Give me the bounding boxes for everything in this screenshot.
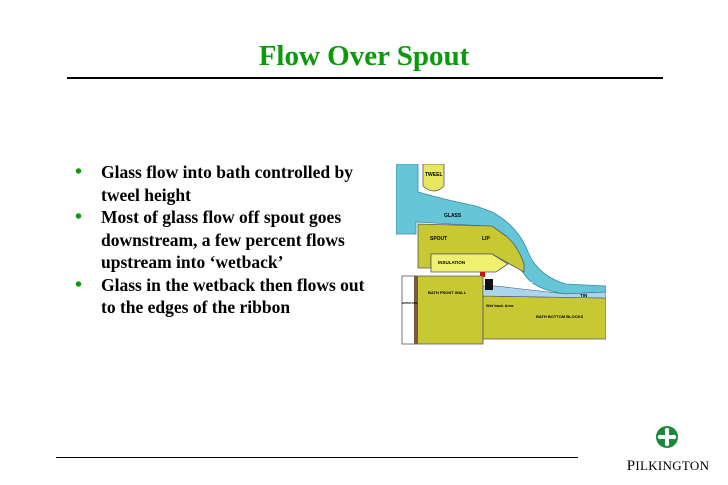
bullet-dot-icon: • — [75, 273, 83, 296]
label-bath-front-wall: BATH FRONT WALL — [428, 290, 467, 295]
bullet-item: • Most of glass flow off spout goes downs… — [75, 206, 375, 274]
tweel-block — [422, 164, 445, 192]
bullet-item: • Glass flow into bath controlled by twee… — [75, 161, 375, 206]
logo-wordmark: PILKINGTON — [626, 458, 710, 475]
insulation-block — [430, 253, 509, 273]
bullet-text: Most of glass flow off spout goes downst… — [101, 207, 345, 272]
label-spout: SPOUT — [430, 236, 447, 242]
bullet-text: Glass in the wetback then flows out to t… — [101, 274, 365, 318]
label-insulation: INSULATION — [438, 260, 465, 265]
tin-layer — [482, 285, 606, 299]
wetback-block — [485, 279, 493, 290]
label-bath-bottom-blocks: BATH BOTTOM BLOCKS — [536, 314, 584, 319]
bath-front-wall — [415, 275, 484, 345]
bullet-dot-icon: • — [75, 206, 83, 228]
label-lip: LIP — [482, 236, 490, 242]
bullet-item: • Glass in the wetback then flows out to … — [75, 274, 375, 319]
label-glass-top: GLASS — [444, 213, 462, 219]
spout-flow-diagram: TWEEL GLASS SPOUT LIP INSULATION GLASS T… — [396, 164, 606, 345]
water-sink — [401, 275, 417, 345]
logo-initial: P — [626, 458, 636, 474]
bullet-text: Glass flow into bath controlled by tweel… — [101, 162, 353, 205]
footer-divider — [56, 457, 578, 458]
bullet-dot-icon: • — [75, 161, 83, 183]
pilkington-cross-logo-icon — [656, 426, 678, 448]
label-tweel: TWEEL — [425, 172, 443, 178]
bullet-list: • Glass flow into bath controlled by twee… — [75, 161, 375, 319]
label-water-sink: WATER SINK — [402, 302, 418, 305]
logo-name-rest: ILKINGTON — [635, 458, 710, 473]
label-glass-right: GLASS — [516, 282, 534, 288]
label-tin: TIN — [580, 293, 587, 298]
red-marker — [480, 272, 485, 277]
wall-hatch — [414, 276, 418, 344]
label-wetback-area: Wet back Area — [486, 303, 514, 308]
slide-title: Flow Over Spout — [258, 40, 470, 72]
title-divider — [67, 77, 663, 79]
